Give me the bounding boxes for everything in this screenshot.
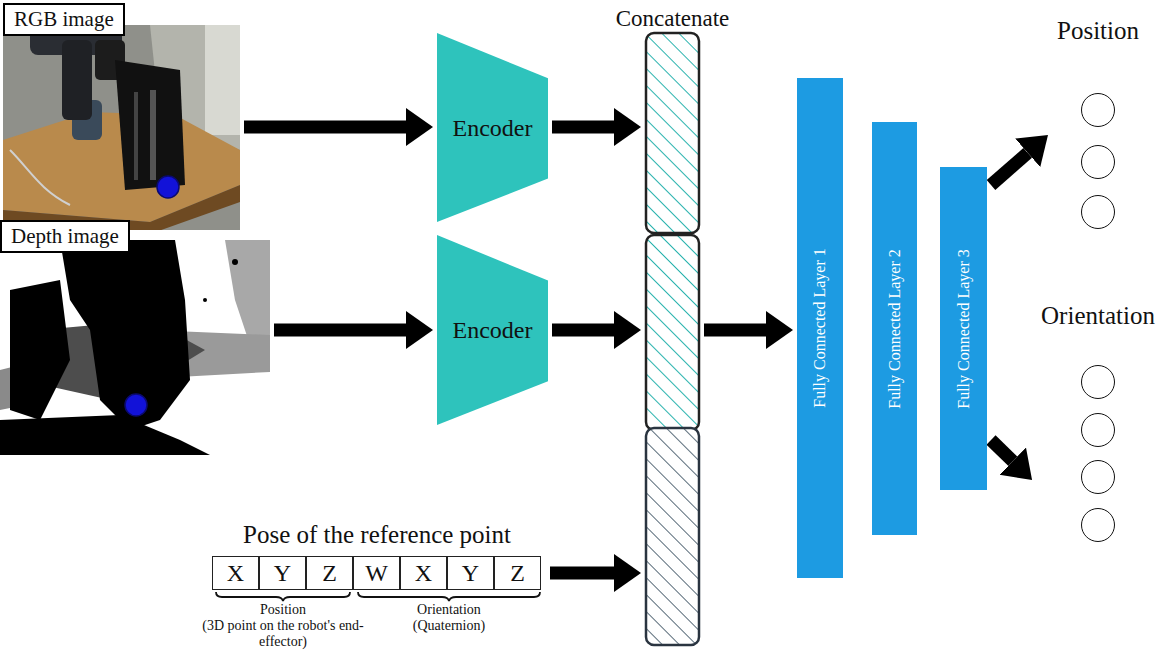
node-text: Fully Connected Layer 1 (810, 248, 830, 408)
reference-point (125, 394, 147, 416)
concatenate-bar: Concatenate (645, 5, 700, 645)
brackets (216, 592, 540, 601)
position-output: Position (1052, 15, 1144, 237)
rgb-photo (3, 25, 240, 230)
flow-arrow (550, 567, 614, 580)
output-neuron (1081, 460, 1115, 494)
node-text: Y (462, 559, 479, 587)
depth-speck (17, 337, 23, 343)
annotation-label: (Quaternion) (379, 618, 519, 634)
rgb-image-panel: RGB image (3, 3, 240, 230)
node-text: X (227, 559, 244, 587)
encoder-block: Encoder (437, 33, 548, 222)
encoder-trapezoid (437, 33, 548, 222)
annotation-label: Position (223, 602, 343, 618)
flow-arrow (552, 121, 614, 134)
pose-cell: X (212, 556, 259, 590)
node-text: X (415, 559, 432, 587)
flow-arrow (704, 324, 766, 337)
robot-link (62, 40, 92, 120)
pose-cell: W (353, 556, 400, 590)
flow-arrow (991, 153, 1028, 185)
fc-layer: Fully Connected Layer 1 (797, 78, 843, 578)
depth-region (0, 415, 210, 455)
flow-arrow (991, 440, 1013, 461)
wall (3, 25, 240, 230)
feature-segment (646, 428, 699, 645)
bracket (358, 592, 540, 601)
depth-image-panel: Depth image (0, 220, 270, 455)
node-text: RGB image (3, 3, 125, 36)
pose-cell: Z (494, 556, 541, 590)
encoder-trapezoid (437, 235, 548, 425)
fc-layer: Fully Connected Layer 2 (872, 122, 917, 535)
depth-speck (203, 298, 207, 302)
pose-vector: Pose of the reference pointXYZWXYZ (208, 520, 546, 592)
robot-gripper (115, 60, 185, 190)
reference-point (157, 176, 179, 198)
depth-background (0, 240, 270, 455)
output-neuron (1081, 145, 1115, 179)
node-text: Position (1052, 15, 1144, 47)
orientation-output: Orientation (1036, 300, 1160, 550)
concatenated-vector (646, 33, 699, 645)
gripper-stripe (134, 92, 138, 180)
node-text: Y (274, 559, 291, 587)
node-text: Encoder (453, 114, 533, 142)
annotation-label: Orientation (389, 602, 509, 618)
feature-segment (646, 33, 699, 233)
output-neuron (1081, 195, 1115, 229)
cable (10, 150, 70, 205)
pose-cell: Y (259, 556, 306, 590)
output-neuron (1081, 508, 1115, 542)
fc-layer: Fully Connected Layer 3 (940, 167, 987, 490)
window (205, 25, 240, 135)
node-text: Fully Connected Layer 3 (954, 249, 974, 409)
bracket (216, 592, 350, 601)
node-text: Z (322, 559, 337, 587)
output-neuron (1081, 365, 1115, 399)
annotation-label: (3D point on the robot's end-effector) (196, 618, 371, 650)
depth-speck (232, 259, 238, 265)
node-text: Depth image (0, 220, 130, 253)
pose-cell: Z (306, 556, 353, 590)
output-neuron (1081, 413, 1115, 447)
node-text: W (365, 559, 388, 587)
node-text: Pose of the reference point (208, 520, 546, 550)
flow-arrow (274, 324, 406, 337)
pose-cell: X (400, 556, 447, 590)
depth-robot (60, 240, 190, 430)
gripper-stripe (150, 90, 156, 180)
node-text: Encoder (453, 316, 533, 344)
node-text: Concatenate (616, 5, 730, 33)
flow-arrow (244, 121, 406, 134)
flow-arrow (552, 324, 614, 337)
depth-region (10, 280, 70, 420)
depth-photo (0, 240, 270, 455)
encoder-block: Encoder (437, 235, 548, 425)
node-text: Fully Connected Layer 2 (885, 249, 905, 409)
pose-cell: Y (447, 556, 494, 590)
feature-segment (646, 235, 699, 430)
node-text: Orientation (1036, 300, 1160, 332)
output-neuron (1081, 93, 1115, 127)
node-text: Z (510, 559, 525, 587)
